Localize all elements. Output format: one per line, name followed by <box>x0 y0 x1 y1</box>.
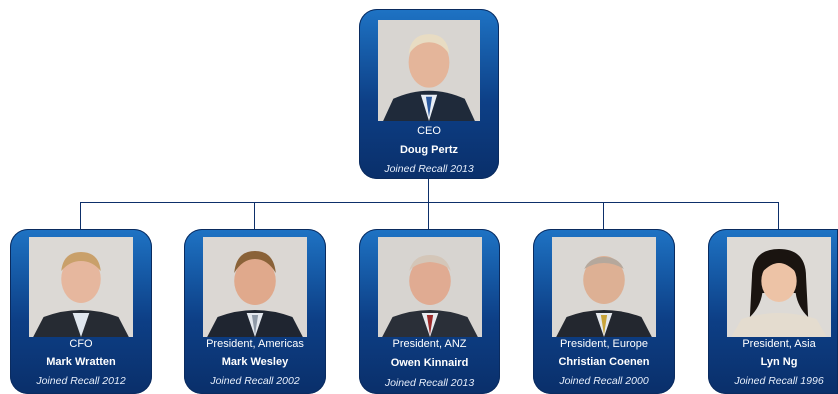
ceo-joined: Joined Recall 2013 <box>384 163 474 175</box>
cfo-role: CFO <box>69 338 93 350</box>
ceo-card: CEO Doug Pertz Joined Recall 2013 <box>359 9 499 179</box>
ceo-photo <box>378 20 480 121</box>
asia-joined: Joined Recall 1996 <box>734 375 824 387</box>
anz-role: President, ANZ <box>392 338 467 350</box>
ceo-name: Doug Pertz <box>399 144 459 156</box>
americas-joined: Joined Recall 2002 <box>210 375 300 387</box>
europe-role: President, Europe <box>559 338 649 350</box>
connector-europe <box>603 202 604 230</box>
connector-horizontal <box>80 202 779 203</box>
connector-americas <box>254 202 255 230</box>
asia-name: Lyn Ng <box>760 356 798 368</box>
americas-role: President, Americas <box>206 338 304 350</box>
cfo-name: Mark Wratten <box>46 356 116 368</box>
cfo-card: CFO Mark Wratten Joined Recall 2012 <box>10 229 152 394</box>
connector-cfo <box>80 202 81 230</box>
americas-name: Mark Wesley <box>221 356 289 368</box>
europe-photo <box>552 237 656 337</box>
asia-card: President, Asia Lyn Ng Joined Recall 199… <box>708 229 838 394</box>
connector-asia <box>778 202 779 230</box>
ceo-role: CEO <box>417 125 441 137</box>
anz-name: Owen Kinnaird <box>390 357 469 369</box>
connector-ceo-vertical <box>428 178 429 202</box>
anz-joined: Joined Recall 2013 <box>384 377 475 389</box>
americas-photo <box>203 237 307 337</box>
connector-anz <box>428 202 429 230</box>
europe-joined: Joined Recall 2000 <box>559 375 649 387</box>
cfo-joined: Joined Recall 2012 <box>36 375 126 387</box>
europe-card: President, Europe Christian Coenen Joine… <box>533 229 675 394</box>
asia-photo <box>727 237 831 337</box>
asia-role: President, Asia <box>742 338 816 350</box>
europe-name: Christian Coenen <box>558 356 650 368</box>
americas-card: President, Americas Mark Wesley Joined R… <box>184 229 326 394</box>
anz-card: President, ANZ Owen Kinnaird Joined Reca… <box>359 229 500 394</box>
cfo-photo <box>29 237 133 337</box>
anz-photo <box>378 237 482 337</box>
